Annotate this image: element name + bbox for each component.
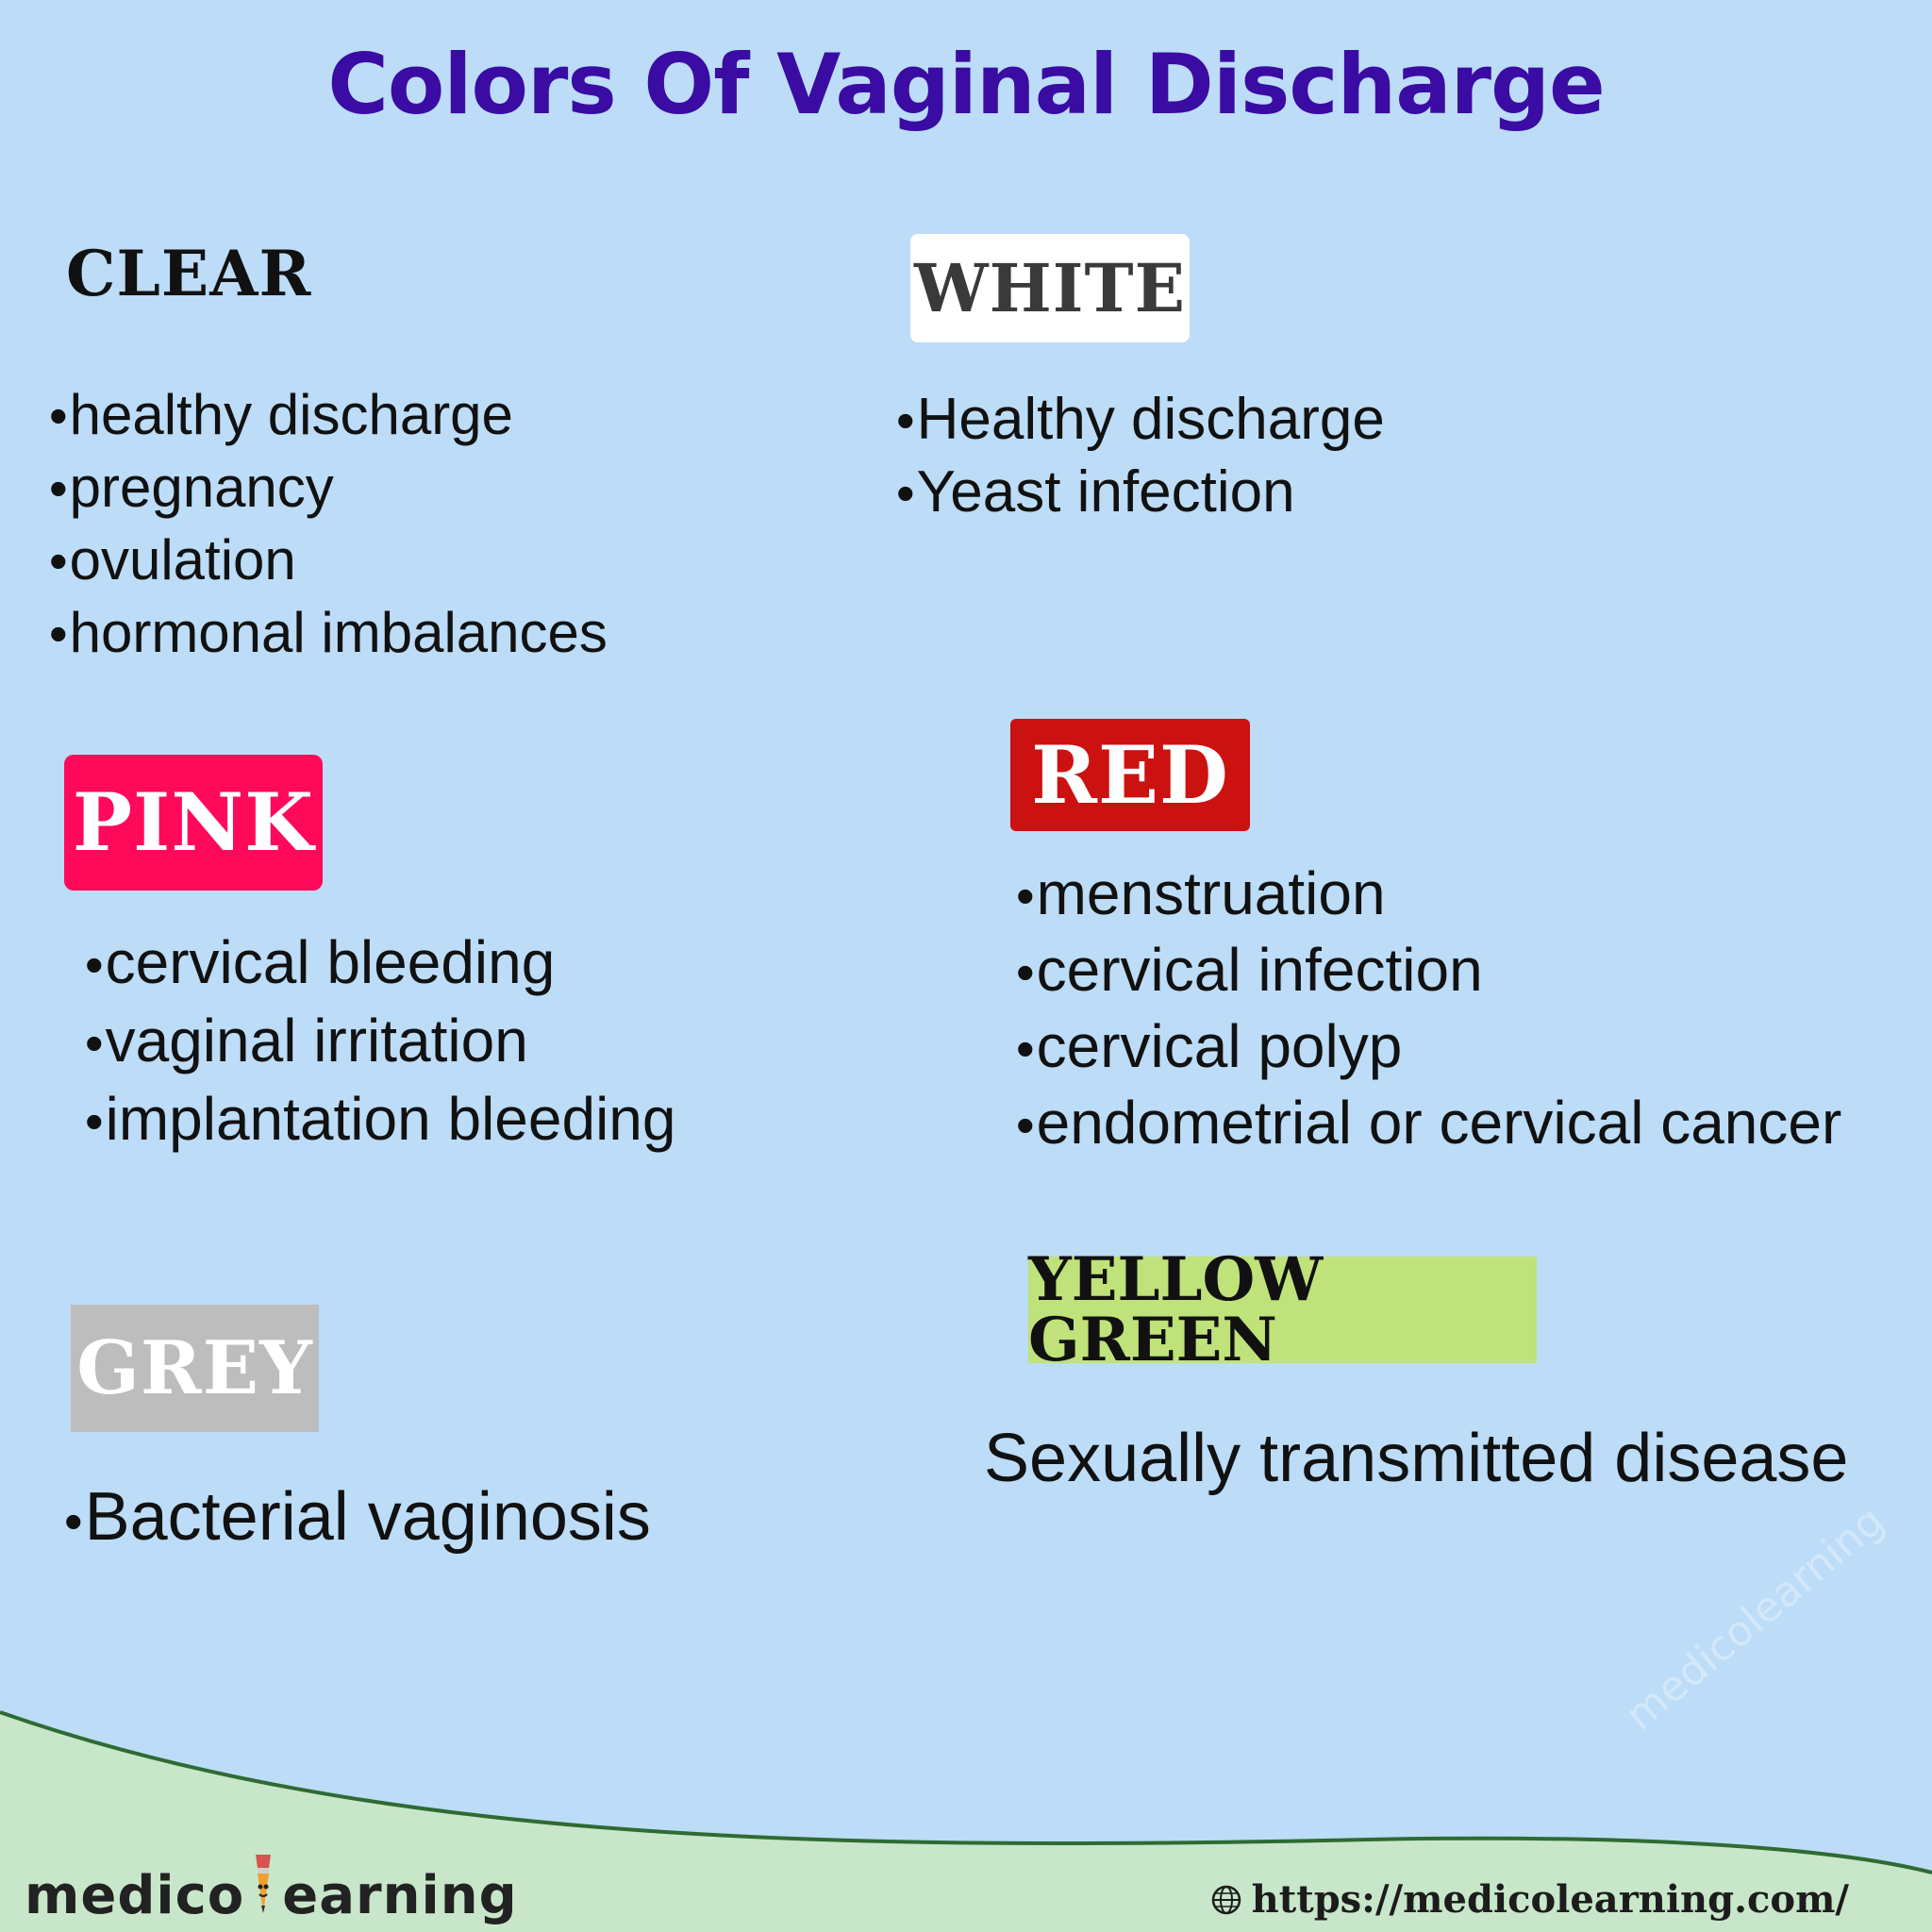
grey-badge: GREY: [71, 1305, 319, 1432]
website-url[interactable]: https://medicolearning.com/: [1210, 1877, 1849, 1922]
yellow-green-text: Sexually transmitted disease: [984, 1421, 1849, 1496]
list-item: cervical bleeding: [85, 924, 675, 1003]
page-title: Colors Of Vaginal Discharge: [327, 36, 1605, 133]
list-item: hormonal imbalances: [49, 597, 608, 670]
brand-logo: medico earning: [25, 1851, 518, 1926]
grey-list: Bacterial vaginosis: [64, 1476, 651, 1562]
clear-label: CLEAR: [66, 237, 312, 310]
list-item: cervical polyp: [1016, 1009, 1841, 1086]
logo-text-left: medico: [25, 1865, 245, 1926]
white-list: Healthy discharge Yeast infection: [896, 384, 1385, 529]
logo-text-right: earning: [282, 1865, 518, 1926]
list-item: Yeast infection: [896, 457, 1385, 529]
list-item: menstruation: [1016, 857, 1841, 933]
red-badge: RED: [1010, 719, 1250, 831]
pencil-icon: [256, 1855, 272, 1913]
url-text: https://medicolearning.com/: [1251, 1877, 1849, 1922]
list-item: vaginal irritation: [85, 1003, 675, 1081]
list-item: pregnancy: [49, 452, 608, 525]
red-list: menstruation cervical infection cervical…: [1016, 857, 1842, 1162]
list-item: Bacterial vaginosis: [64, 1476, 651, 1562]
globe-icon: [1211, 1885, 1241, 1914]
list-item: healthy discharge: [49, 379, 608, 452]
pink-badge: PINK: [64, 755, 323, 891]
yellow-green-badge: YELLOW GREEN: [1028, 1249, 1537, 1370]
list-item: ovulation: [49, 525, 608, 597]
clear-list: healthy discharge pregnancy ovulation ho…: [49, 379, 608, 670]
list-item: endometrial or cervical cancer: [1016, 1086, 1842, 1162]
pink-list: cervical bleeding vaginal irritation imp…: [85, 924, 676, 1159]
white-badge: WHITE: [910, 234, 1190, 342]
list-item: Healthy discharge: [896, 384, 1385, 457]
list-item: cervical infection: [1016, 933, 1841, 1009]
list-item: implantation bleeding: [85, 1081, 676, 1159]
